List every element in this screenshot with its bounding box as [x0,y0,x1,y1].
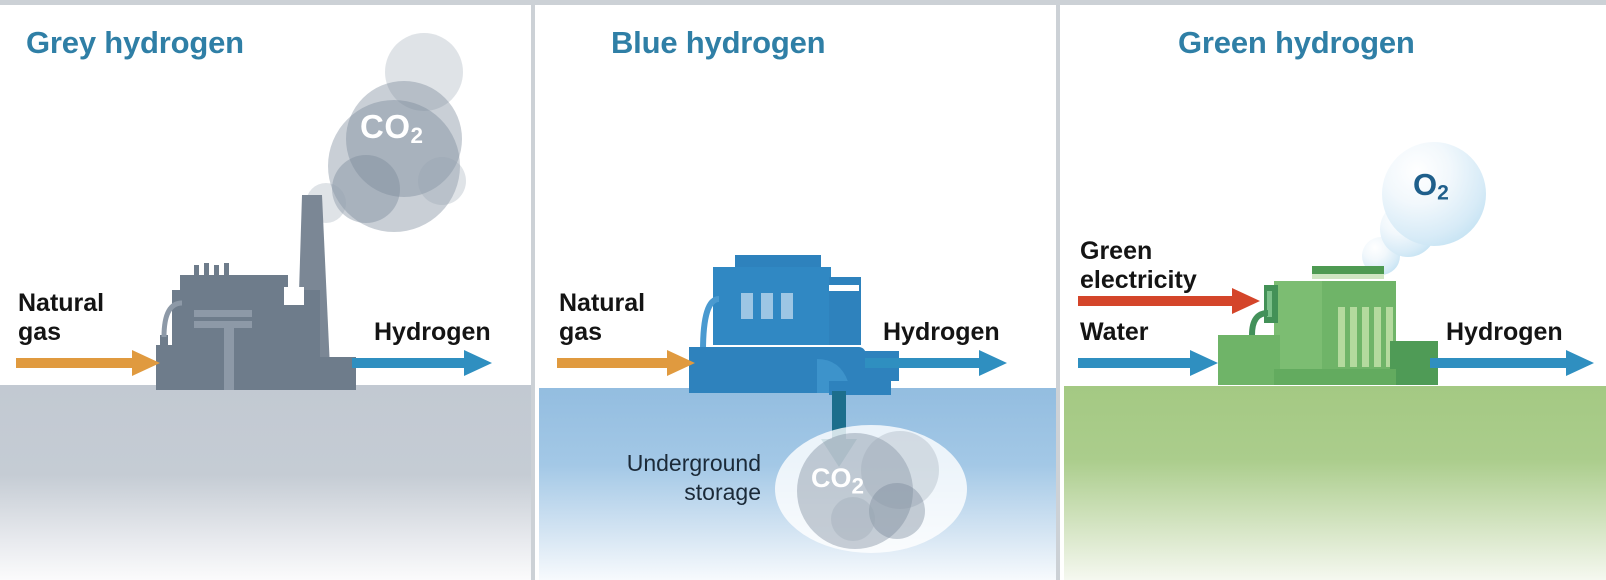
panel-title-green: Green hydrogen [1178,25,1415,60]
panel-title-blue: Blue hydrogen [611,25,826,60]
label-underground-storage: Underground storage [626,450,761,505]
co2-bubble [861,431,939,509]
panel-blue-hydrogen: Blue hydrogen [539,5,1056,580]
co2-bubble [328,100,460,232]
arrow-hydrogen-green [1430,349,1594,377]
ground-green [1064,386,1606,580]
co2-label-grey: CO2 [360,108,424,148]
label-natural-gas-blue: Natural gas [559,289,646,346]
co2-bubble [385,33,463,111]
top-divider-rule [0,0,1606,5]
co2-bubble [346,81,462,197]
arrow-natural-gas-blue [557,349,695,377]
co2-bubble [418,157,466,205]
panel-title-grey: Grey hydrogen [26,25,244,60]
grey-factory-illustration [156,195,356,390]
co2-bubble [831,497,875,541]
panel-grey-hydrogen: Grey hydrogen CO2 [0,5,531,580]
arrow-green-electricity [1078,287,1260,315]
panel-divider-1 [531,5,535,580]
label-hydrogen-green: Hydrogen [1446,318,1563,346]
arrow-hydrogen-grey [352,349,492,377]
ground-grey [0,385,531,580]
label-hydrogen-grey: Hydrogen [374,318,491,346]
panel-divider-2 [1056,5,1060,580]
co2-bubble [869,483,925,539]
co2-bubble [332,155,400,223]
panel-green-hydrogen: Green hydrogen O2 [1064,5,1606,580]
co2-bubble [797,433,913,549]
label-water: Water [1080,318,1149,346]
arrow-water [1078,349,1218,377]
o2-label: O2 [1413,167,1449,205]
co2-label-storage: CO2 [811,463,865,499]
label-hydrogen-blue: Hydrogen [883,318,1000,346]
label-green-electricity: Green electricity [1080,237,1197,294]
arrow-hydrogen-blue [865,349,1007,377]
label-natural-gas-grey: Natural gas [18,289,105,346]
o2-bubble [1382,142,1486,246]
storage-halo [775,425,967,553]
arrow-natural-gas-grey [16,349,160,377]
green-electrolyser-illustration [1218,266,1438,385]
